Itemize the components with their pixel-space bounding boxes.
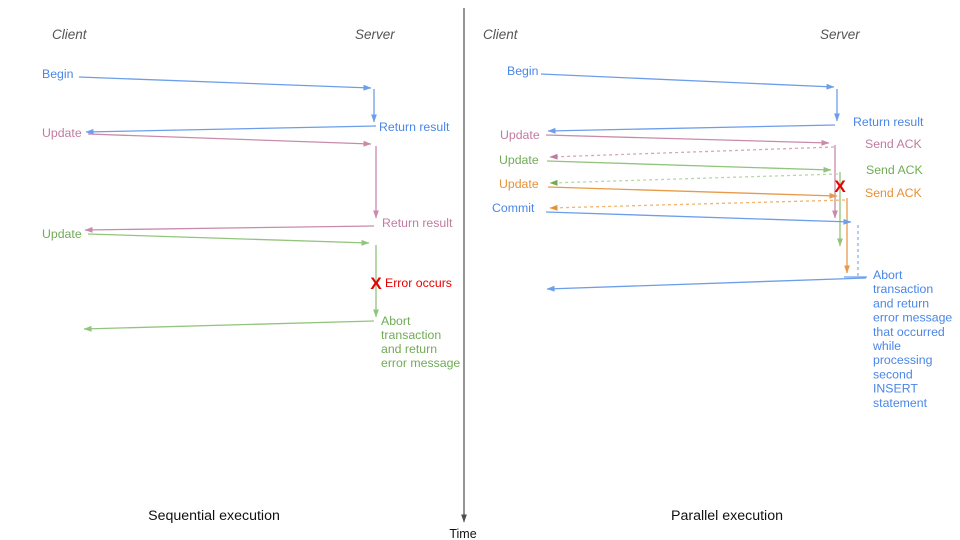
arrowhead [546, 285, 555, 292]
arrowhead [84, 227, 93, 233]
arrowhead [821, 139, 830, 146]
arrowhead [832, 210, 838, 219]
arrowhead [371, 114, 377, 123]
message-arrow-parallel [549, 146, 835, 158]
message-label-sequential: Update [42, 227, 82, 241]
arrowhead [549, 153, 558, 160]
arrowhead [834, 113, 840, 122]
arrowhead [85, 128, 94, 135]
message-label-parallel: Send ACK [866, 163, 924, 177]
message-label-parallel: Update [499, 153, 539, 167]
message-label-parallel: Commit [492, 201, 535, 215]
arrowhead [361, 239, 370, 246]
panel-caption-sequential: Sequential execution [148, 508, 280, 524]
message-label-parallel: Update [499, 177, 539, 191]
message-label-sequential: Update [42, 126, 82, 140]
message-label-sequential: Error occurs [385, 276, 452, 290]
arrowhead [83, 325, 92, 332]
arrowhead [826, 83, 835, 90]
arrowhead [549, 179, 558, 186]
message-arrow-sequential [83, 320, 375, 330]
arrowhead [373, 210, 379, 219]
message-arrow-parallel [549, 199, 846, 209]
message-label-parallel: Begin [507, 64, 539, 78]
arrowhead [823, 166, 832, 173]
message-label-parallel: Send ACK [865, 186, 923, 200]
message-arrow-parallel [549, 173, 839, 184]
message-arrow-parallel [547, 124, 836, 132]
message-arrow-parallel [545, 211, 852, 223]
lifeline-header-parallel: Server [820, 27, 860, 42]
message-arrow-parallel [547, 186, 838, 197]
arrowhead [844, 265, 850, 274]
message-arrow-sequential [85, 125, 377, 133]
lifeline-header-parallel: Client [483, 27, 519, 42]
message-arrow-parallel [545, 134, 830, 144]
message-label-parallel: Send ACK [865, 137, 923, 151]
time-axis-label: Time [449, 527, 476, 540]
message-arrow-parallel [540, 73, 835, 88]
panel-caption-parallel: Parallel execution [671, 508, 783, 524]
error-x-mark-parallel: X [834, 177, 846, 196]
arrowhead [843, 218, 852, 225]
message-arrow-parallel [546, 277, 867, 290]
lifeline-header-sequential: Client [52, 27, 88, 42]
message-arrow-sequential [84, 225, 375, 231]
message-arrow-sequential [87, 133, 372, 145]
arrowhead [547, 127, 556, 134]
lifeline-header-sequential: Server [355, 27, 395, 42]
message-label-sequential: Return result [379, 120, 450, 134]
arrowhead [837, 238, 843, 247]
message-arrow-sequential [87, 233, 370, 244]
arrowhead [549, 204, 558, 211]
arrowhead [363, 140, 372, 147]
message-arrow-parallel [546, 160, 832, 171]
arrowhead [829, 192, 838, 199]
arrowhead [461, 514, 467, 523]
message-label-parallel: Update [500, 128, 540, 142]
message-label-parallel: Return result [853, 115, 924, 129]
error-x-mark-sequential: X [370, 274, 382, 293]
arrowhead [363, 84, 372, 91]
message-label-sequential: Return result [382, 216, 453, 230]
message-label-sequential: Begin [42, 67, 74, 81]
arrowhead [373, 309, 379, 318]
message-arrow-sequential [78, 76, 372, 89]
